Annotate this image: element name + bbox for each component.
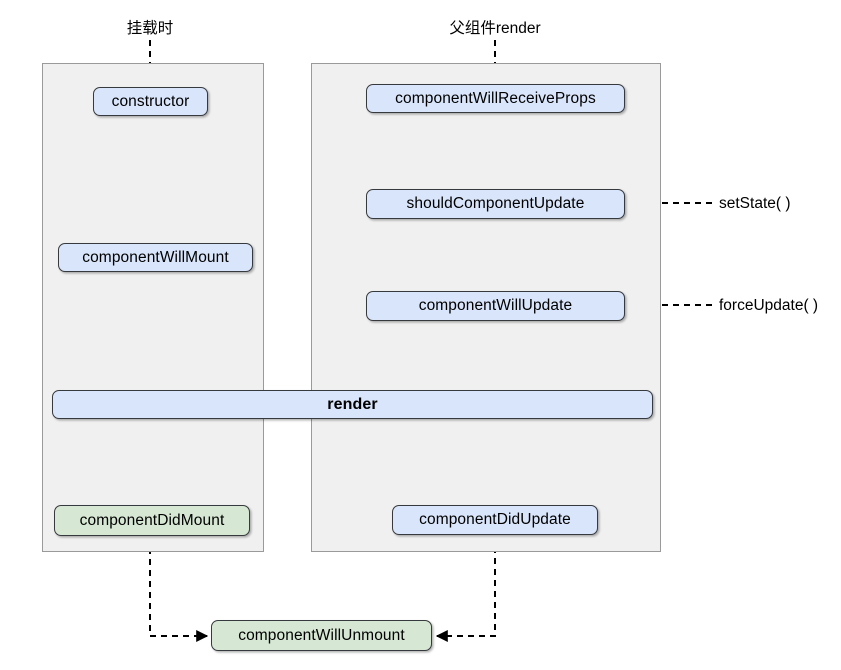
label-forceupdate: forceUpdate( ): [719, 297, 819, 314]
node-component-will-mount[interactable]: componentWillMount: [58, 243, 253, 272]
node-component-did-mount[interactable]: componentDidMount: [54, 505, 250, 536]
mount-phase-panel: [42, 63, 264, 552]
node-component-will-unmount[interactable]: componentWillUnmount: [211, 620, 432, 651]
label-setstate: setState( ): [719, 195, 791, 212]
mount-phase-title: 挂载时: [126, 20, 174, 37]
update-phase-title: 父组件render: [449, 20, 541, 37]
node-should-component-update[interactable]: shouldComponentUpdate: [366, 189, 625, 219]
node-component-did-update[interactable]: componentDidUpdate: [392, 505, 598, 535]
node-component-will-update[interactable]: componentWillUpdate: [366, 291, 625, 321]
node-component-will-receive-props[interactable]: componentWillReceiveProps: [366, 84, 625, 113]
node-render[interactable]: render: [52, 390, 653, 419]
node-constructor[interactable]: constructor: [93, 87, 208, 116]
